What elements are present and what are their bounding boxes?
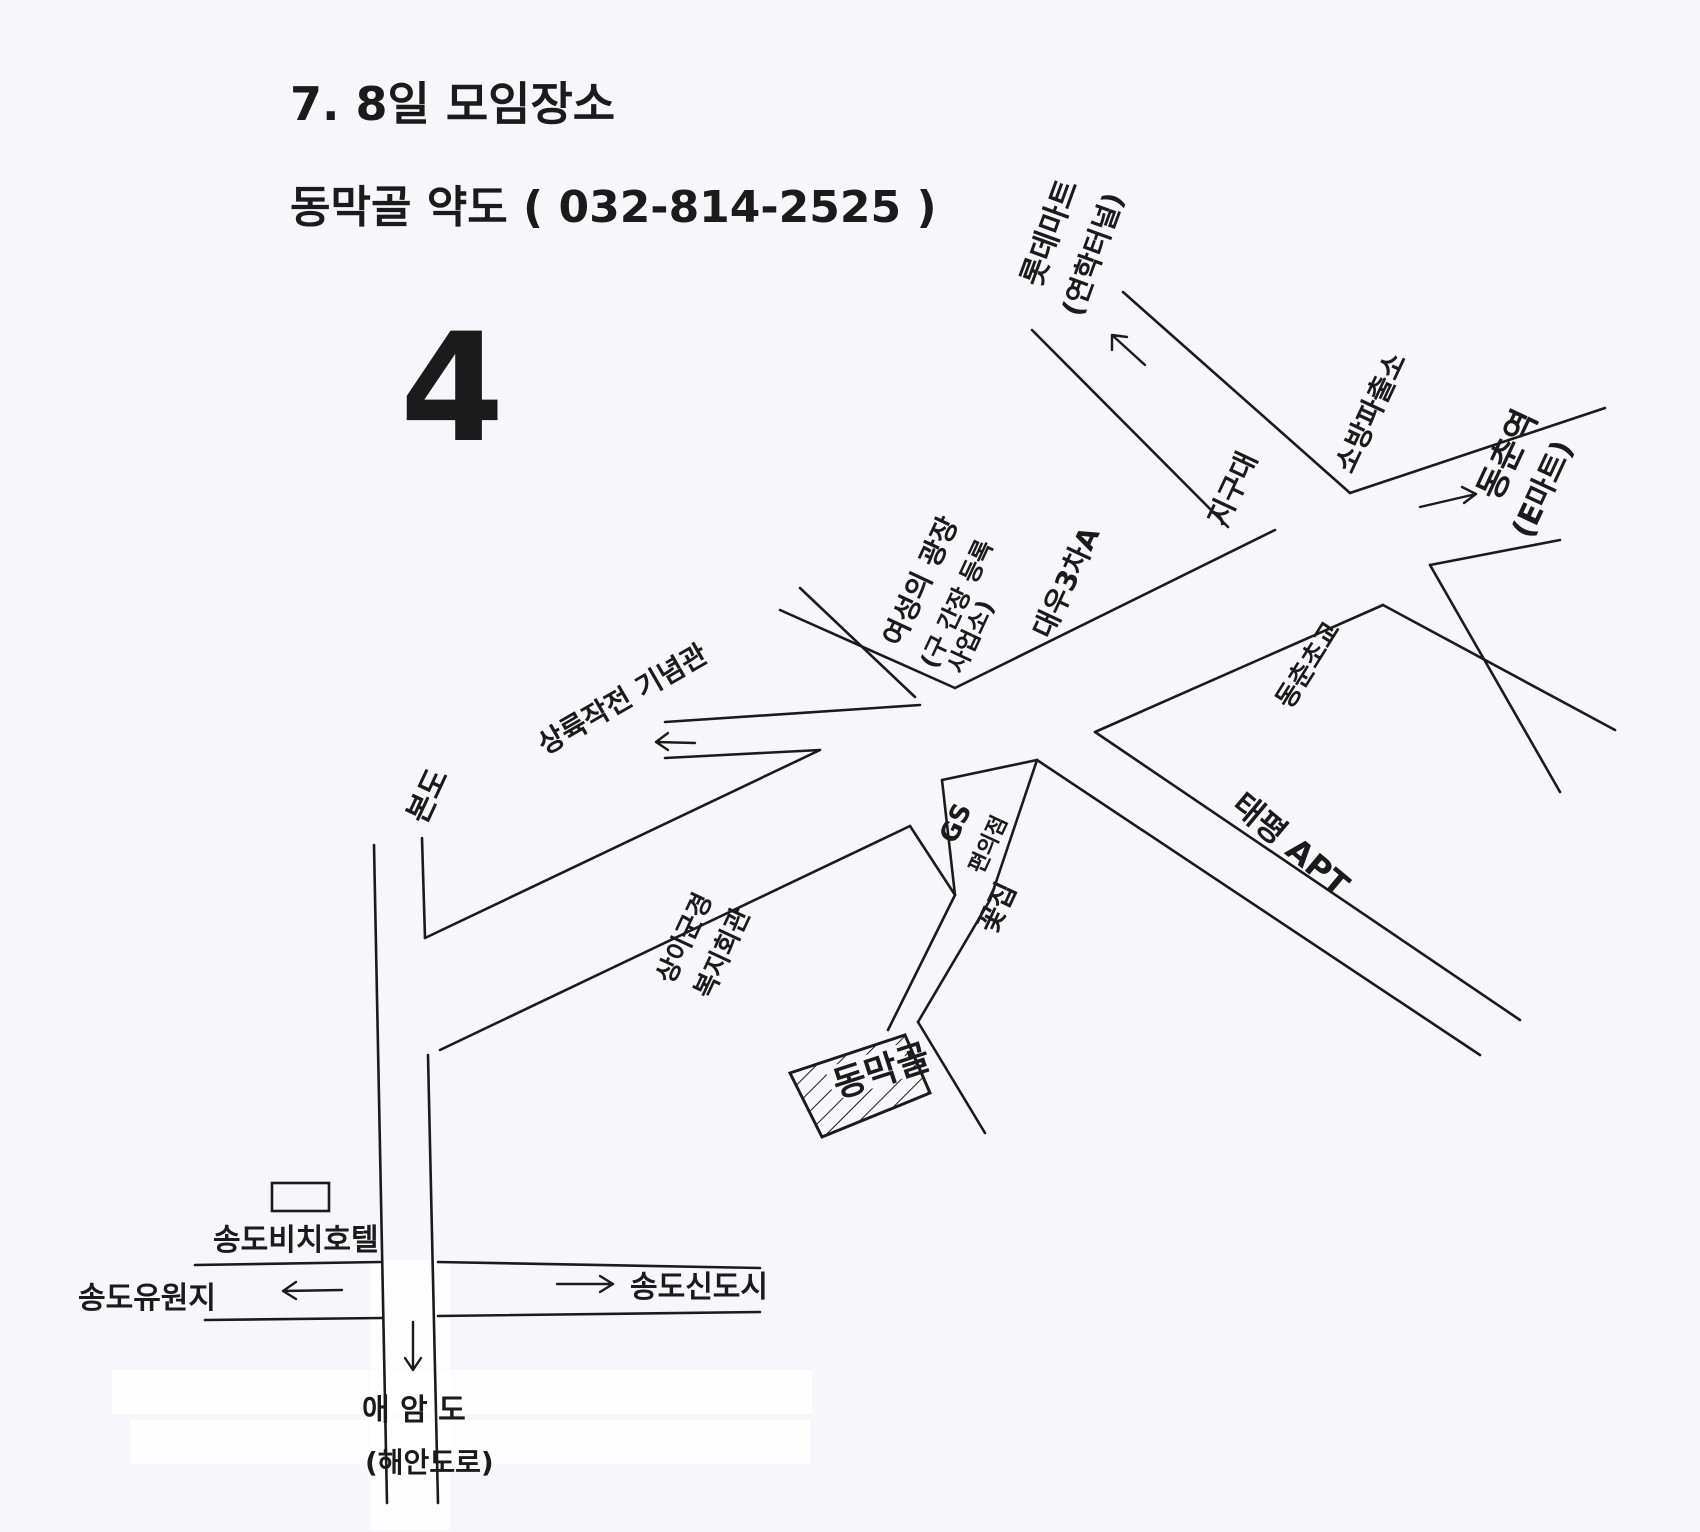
page-number: 4 xyxy=(400,302,504,476)
road-flower-left xyxy=(886,893,957,1032)
venue-line: 동막골 약도 ( 032-814-2525 ) xyxy=(290,182,937,233)
label-coast-1: 애 암 도 xyxy=(362,1393,466,1428)
arrow-icon xyxy=(403,1320,423,1372)
road-hotel-top xyxy=(193,1260,382,1267)
date-title: 7. 8일 모임장소 xyxy=(290,77,615,131)
road-lotte-right xyxy=(1121,290,1352,495)
road-welfare-hall xyxy=(438,824,912,1052)
road-dongchun-elem-top xyxy=(1093,603,1385,734)
label-fire-station: 소방파출소 xyxy=(1328,347,1412,478)
label-daewoo-apt: 대우3차A xyxy=(1026,521,1106,643)
arrow-icon xyxy=(654,731,697,752)
map-labels: 7. 8일 모임장소 동막골 약도 ( 032-814-2525 ) 4 롯데마… xyxy=(78,77,1581,1479)
label-coast-2: (해안도로) xyxy=(365,1446,494,1479)
road-fire-station xyxy=(1348,406,1607,495)
label-flower-shop: 꽃집 xyxy=(971,877,1023,938)
road-main-east xyxy=(426,1053,440,1505)
road-memorial-top xyxy=(663,703,922,724)
road-flower-right-top xyxy=(988,758,1039,902)
label-beach-hotel: 송도비치호텔 xyxy=(213,1223,379,1258)
road-dongchun-elem-side xyxy=(1381,603,1617,732)
road-bondo-stub xyxy=(420,836,427,940)
road-restaurant-right xyxy=(916,1020,987,1135)
tape-strip xyxy=(112,1370,812,1414)
destination-restaurant xyxy=(787,1033,932,1139)
road-main-west xyxy=(372,843,389,1505)
road-gs-top xyxy=(940,758,1039,782)
road-flower-left-top xyxy=(908,824,957,897)
tape-strip xyxy=(130,1420,810,1464)
arrow-icon xyxy=(1418,485,1478,509)
label-dongchun-elem: 동춘초교 xyxy=(1270,617,1346,714)
road-upper-left-a xyxy=(778,608,957,690)
road-lotte-left xyxy=(1030,328,1230,529)
label-bondo: 본도 xyxy=(401,764,456,829)
arrow-icon xyxy=(281,1280,344,1301)
road-gs-left xyxy=(940,778,957,897)
label-amusement-park: 송도유원지 xyxy=(78,1281,216,1316)
roads xyxy=(193,290,1617,1505)
arrow-icon xyxy=(555,1274,615,1294)
road-bondo-upper xyxy=(423,748,822,940)
label-jigudae: 지구대 xyxy=(1201,447,1264,531)
label-taepyeong-apt: 태평 APT xyxy=(1225,785,1357,904)
arrow-icon xyxy=(1110,333,1147,367)
road-newcity-bottom xyxy=(436,1310,762,1318)
road-flower-right xyxy=(916,898,992,1024)
label-gs: GS xyxy=(934,799,978,848)
road-dongchun xyxy=(1428,538,1562,567)
road-taepyeong-bottom xyxy=(1035,758,1482,1057)
road-main-upper xyxy=(953,528,1277,690)
building-icon xyxy=(270,1181,331,1213)
road-hotel-bottom xyxy=(203,1316,385,1322)
road-upper-left-b xyxy=(798,586,917,699)
restaurant-label-bg xyxy=(824,1043,912,1101)
direction-arrows xyxy=(281,333,1478,1372)
road-newcity-top xyxy=(436,1260,762,1270)
road-memorial-bottom xyxy=(663,748,822,760)
road-taepyeong-top xyxy=(1093,730,1522,1022)
road-dongchun-side xyxy=(1428,563,1562,794)
label-new-city: 송도신도시 xyxy=(630,1270,768,1305)
